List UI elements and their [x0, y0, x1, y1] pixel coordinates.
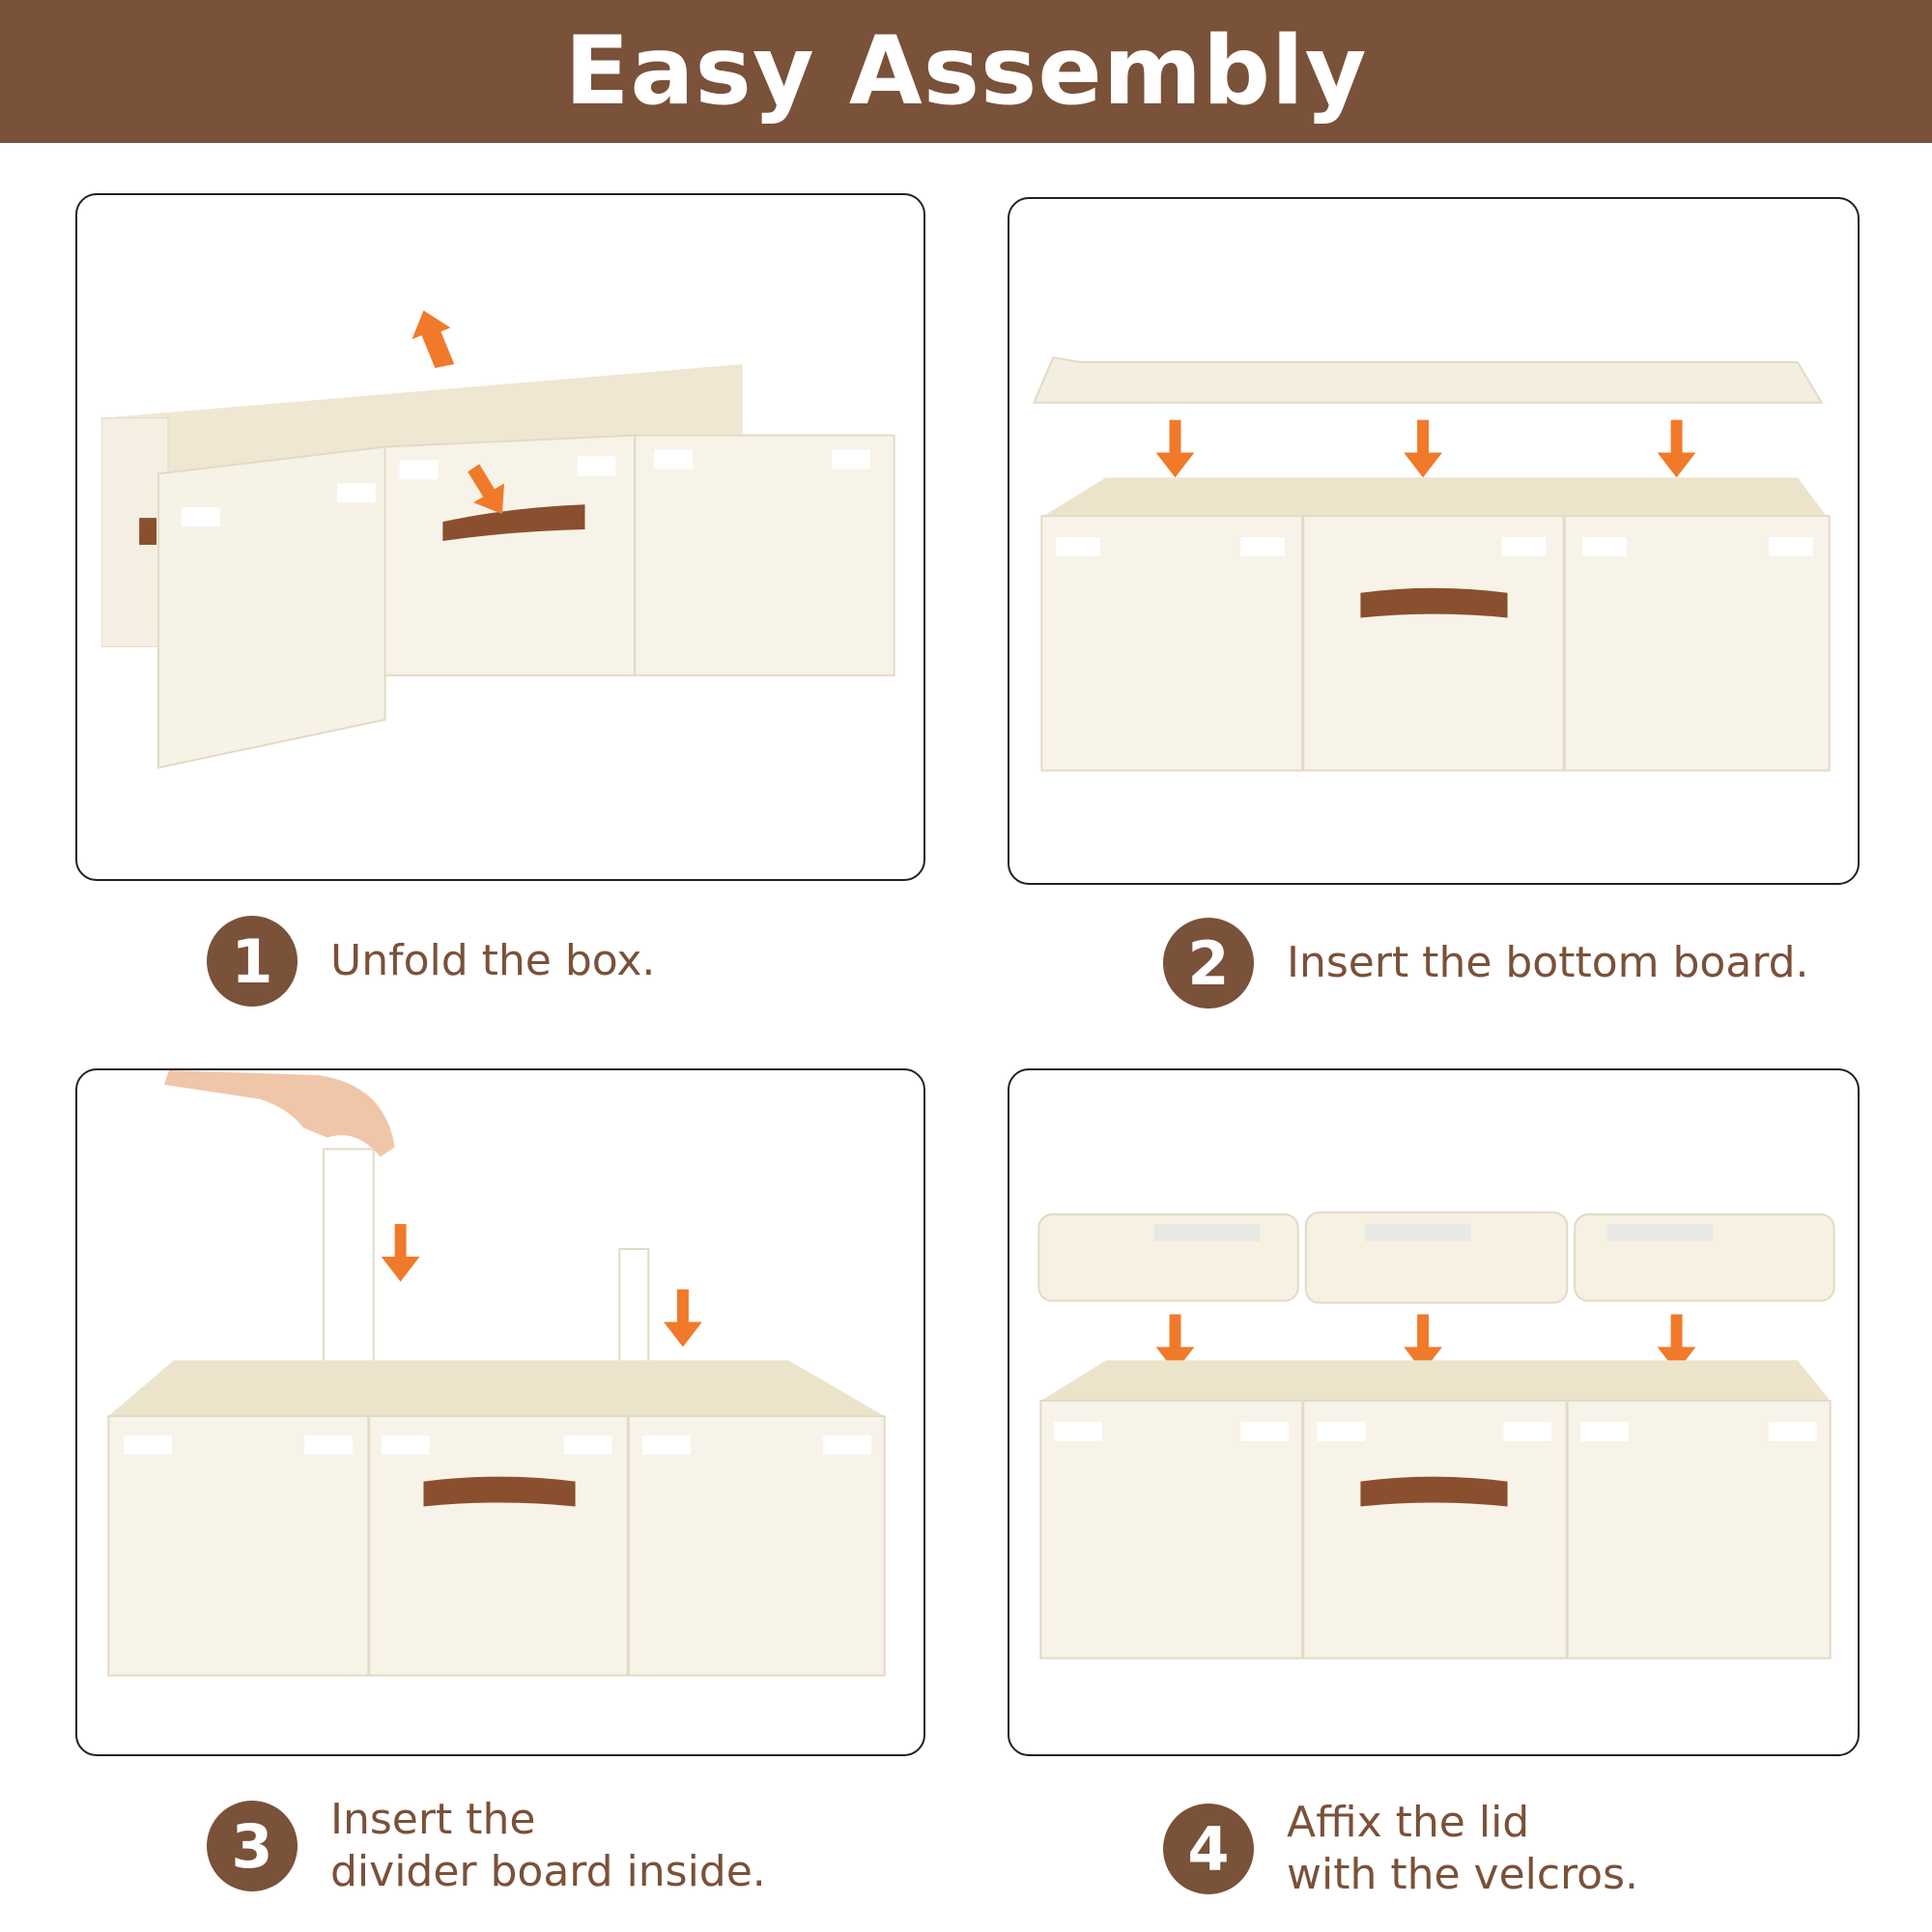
arrow-down-icon [1155, 419, 1195, 478]
arrow-down-icon [1404, 419, 1442, 478]
unfolded-box-illustration [100, 310, 895, 769]
step-3-line-1: Insert the [330, 1795, 536, 1844]
lid-velcro-illustration [1037, 1211, 1835, 1660]
step-4-line-1: Affix the lid [1287, 1798, 1530, 1847]
step-2-text: Insert the bottom board. [1287, 937, 1809, 989]
arrow-down-icon [1404, 1314, 1442, 1373]
step-3-caption: 3 Insert the divider board inside. [207, 1794, 766, 1898]
step-1-image [75, 193, 925, 881]
step-1-line-1: Unfold the box. [330, 936, 656, 985]
step-3-image [75, 1068, 925, 1756]
step-4-caption: 4 Affix the lid with the velcros. [1163, 1797, 1638, 1901]
divider-board-illustration [107, 1070, 886, 1677]
step-4-line-2: with the velcros. [1287, 1850, 1639, 1899]
step-2-line-1: Insert the bottom board. [1287, 938, 1809, 987]
step-2-number-badge: 2 [1163, 918, 1254, 1009]
step-3-text: Insert the divider board inside. [330, 1794, 766, 1898]
step-4-number-badge: 4 [1163, 1804, 1254, 1894]
step-1-text: Unfold the box. [330, 935, 655, 987]
step-4-text: Affix the lid with the velcros. [1287, 1797, 1638, 1901]
step-4-image [1008, 1068, 1860, 1756]
step-3-number-badge: 3 [207, 1801, 298, 1891]
arrow-down-icon [1657, 419, 1696, 478]
arrow-down-icon [381, 1224, 420, 1282]
page-title: Easy Assembly [564, 16, 1368, 127]
step-1-number-badge: 1 [207, 916, 298, 1007]
header-banner: Easy Assembly [0, 0, 1932, 143]
arrow-down-icon [1155, 1314, 1195, 1373]
arrow-down-icon [664, 1289, 702, 1348]
step-3-line-2: divider board inside. [330, 1847, 766, 1896]
arrow-down-icon [468, 464, 504, 515]
step-2-image [1008, 197, 1860, 885]
arrow-up-icon [412, 310, 455, 368]
step-1-caption: 1 Unfold the box. [207, 916, 655, 1007]
arrow-down-icon [1657, 1314, 1696, 1373]
box-bottom-board-illustration [1032, 355, 1831, 772]
step-2-caption: 2 Insert the bottom board. [1163, 918, 1809, 1009]
